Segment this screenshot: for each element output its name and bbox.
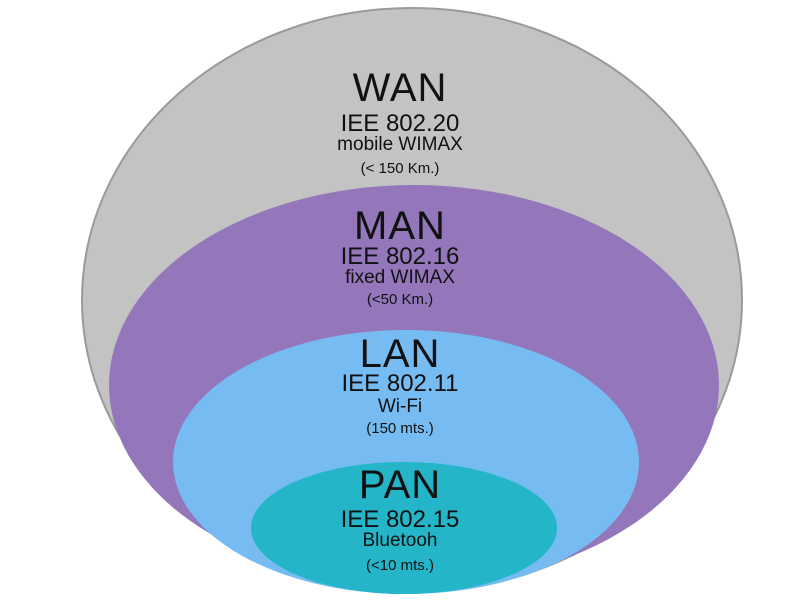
- wan-technology: mobile WIMAX: [337, 134, 463, 155]
- man-range: (<50 Km.): [366, 291, 434, 308]
- pan-standard: IEE 802.15: [340, 506, 460, 533]
- pan-range: (<10 mts.): [366, 557, 434, 574]
- man-title: MAN: [354, 204, 446, 248]
- lan-technology: Wi-Fi: [377, 396, 423, 417]
- wan-title: WAN: [352, 66, 448, 110]
- lan-standard: IEE 802.11: [341, 370, 459, 397]
- pan-title: PAN: [358, 463, 442, 507]
- pan-technology: Bluetooh: [362, 530, 438, 551]
- man-standard: IEE 802.16: [340, 243, 460, 270]
- pan-ellipse: [251, 462, 557, 594]
- wan-range: (< 150 Km.): [360, 160, 440, 177]
- lan-title: LAN: [359, 332, 441, 376]
- man-technology: fixed WIMAX: [345, 267, 455, 288]
- wan-standard: IEE 802.20: [340, 110, 460, 137]
- lan-range: (150 mts.): [366, 420, 434, 437]
